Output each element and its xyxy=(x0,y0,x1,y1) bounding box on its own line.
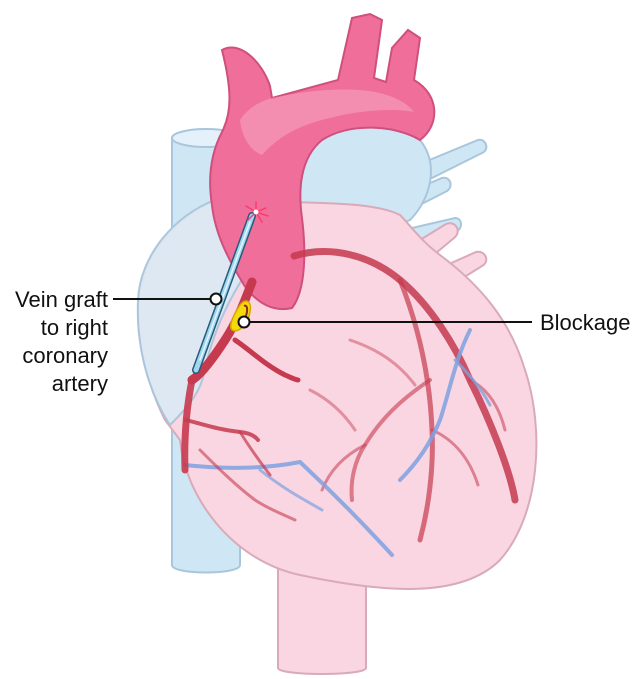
blockage-label: Blockage xyxy=(540,310,631,335)
vein-graft-label-line: coronary xyxy=(22,343,108,368)
graft-anastomosis-starburst xyxy=(245,201,269,223)
vein-graft-label-line: Vein graft xyxy=(15,287,108,312)
vein-graft xyxy=(192,212,256,374)
aorta xyxy=(209,12,436,310)
coronary-veins xyxy=(183,328,492,557)
vein-graft-label-line: to right xyxy=(40,315,108,340)
leader-line-graft xyxy=(113,292,223,306)
vein-graft-label: Vein graft to right coronary artery xyxy=(15,286,108,398)
leader-line-blockage xyxy=(237,315,532,329)
right-coronary-artery xyxy=(181,277,301,522)
vein-graft-label-line: artery xyxy=(51,371,108,396)
